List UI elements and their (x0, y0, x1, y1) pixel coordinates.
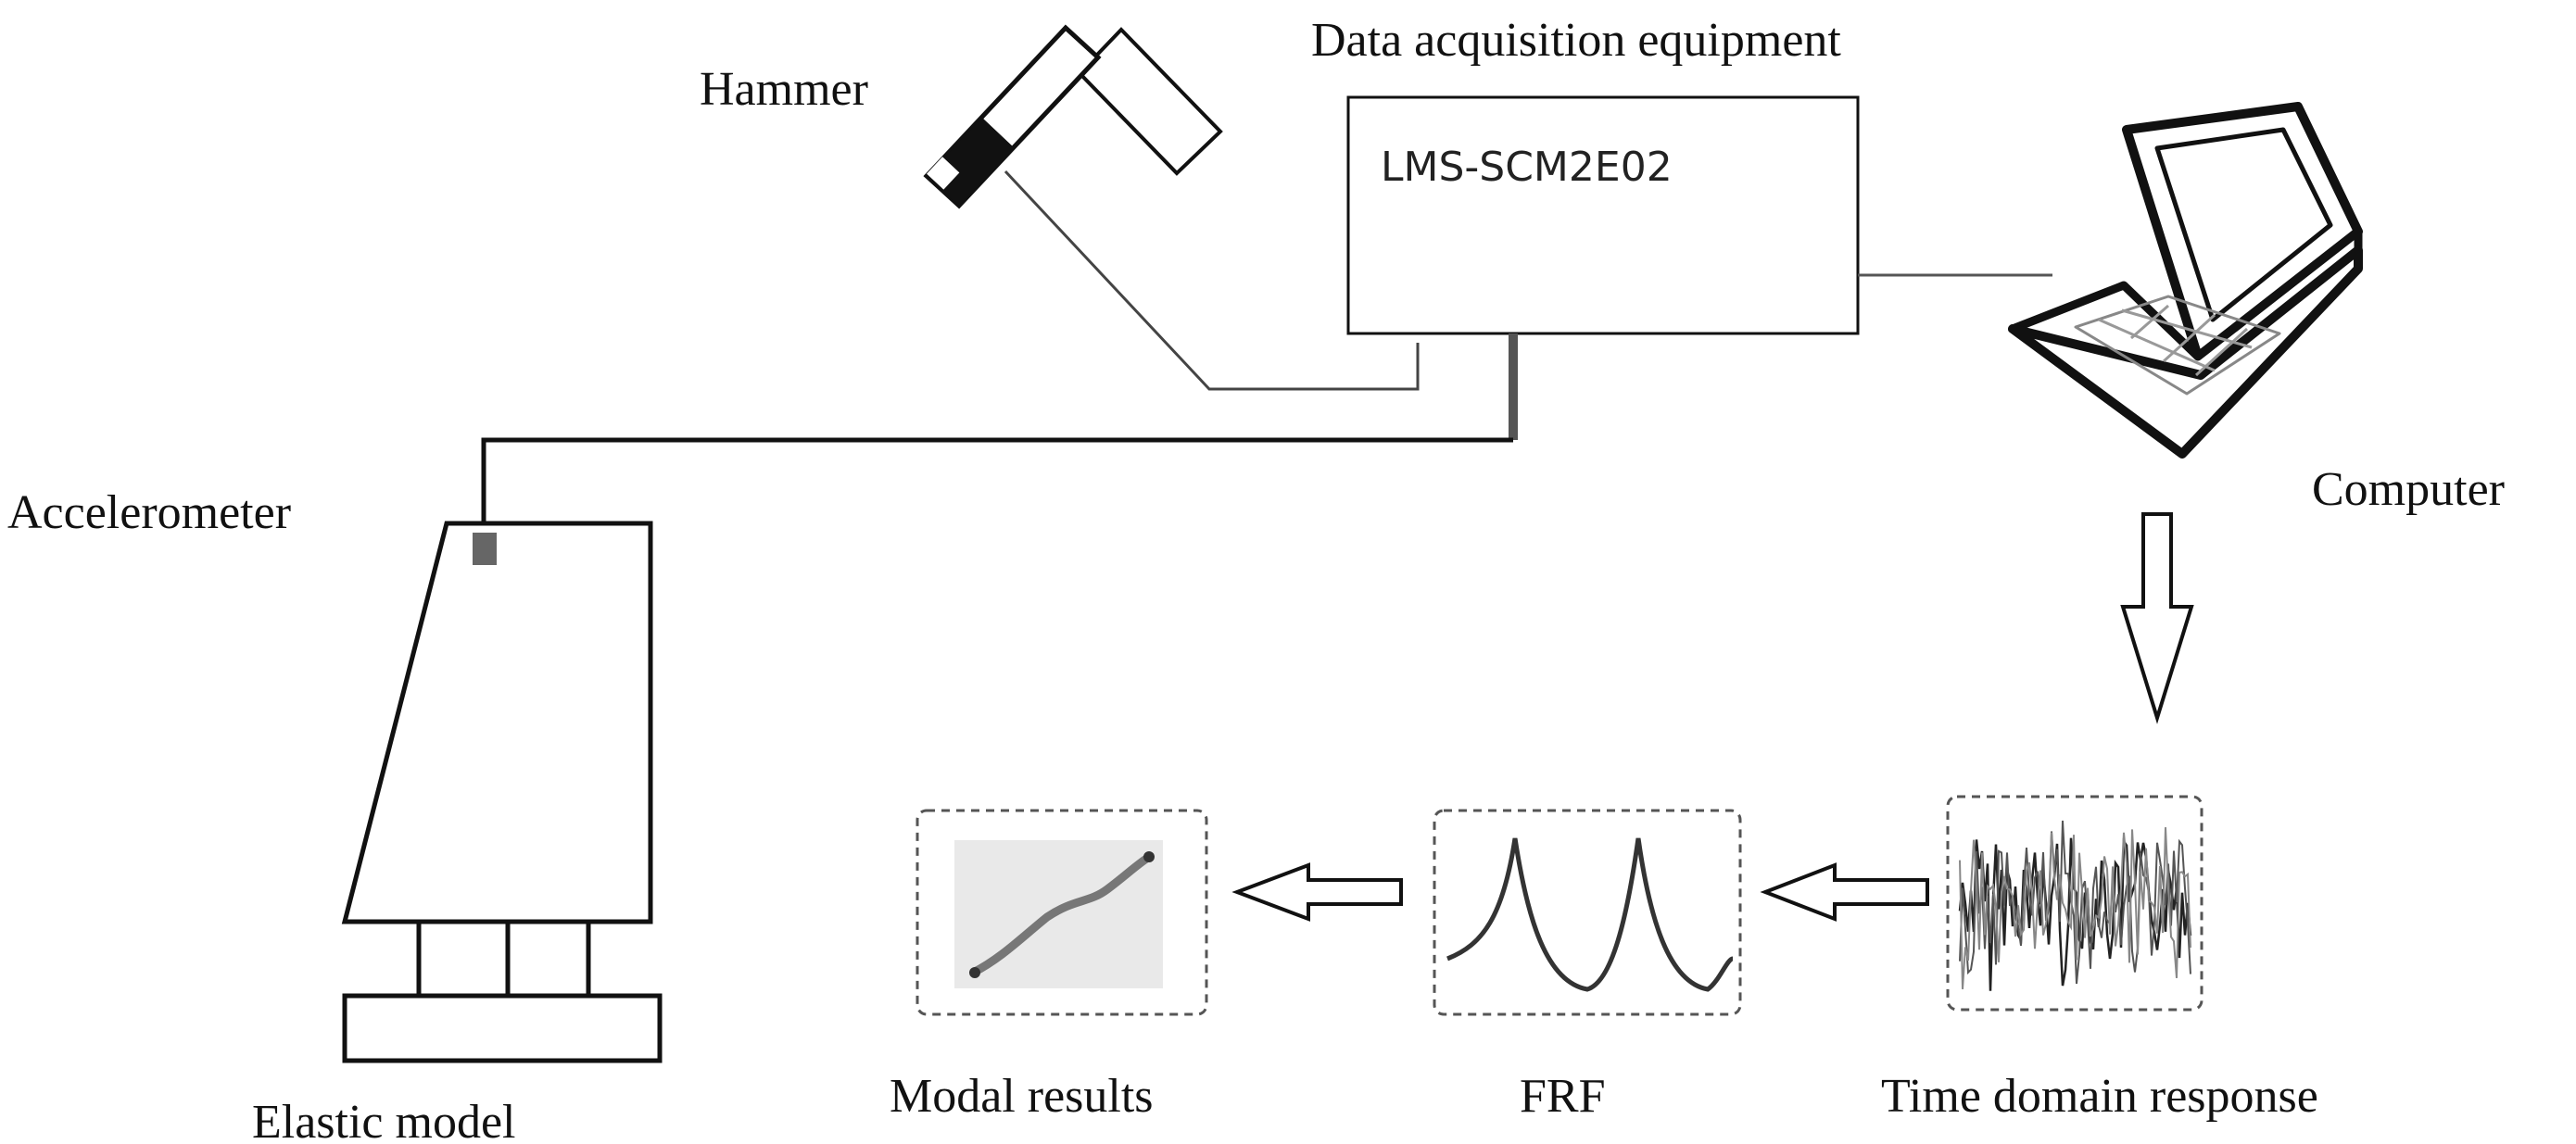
elastic-model-structure (341, 521, 663, 1063)
hollow-arrow-icon (2120, 512, 2194, 724)
frf-label: FRF (1520, 1070, 1606, 1123)
mode-shape-curve (970, 853, 1152, 977)
hammer-label: Hammer (700, 63, 868, 116)
frf-panel (1433, 809, 1742, 1016)
laptop-icon (2008, 102, 2363, 459)
accelerometer-cable (481, 437, 1513, 533)
accelerometer-label: Accelerometer (7, 486, 291, 539)
elastic-model-label: Elastic model (252, 1096, 515, 1144)
time-domain-signal (1958, 820, 2192, 991)
time-domain-label: Time domain response (1881, 1070, 2318, 1123)
daq-box (1346, 95, 1860, 440)
computer-label: Computer (2312, 463, 2505, 516)
time-domain-panel (1946, 795, 2203, 1012)
daq-model-label: LMS-SCM2E02 (1381, 144, 1673, 191)
hammer-icon (923, 24, 1420, 391)
signal-trace (1959, 827, 2191, 989)
frf-curve (1446, 837, 1735, 992)
modal-results-label: Modal results (890, 1070, 1154, 1123)
daq-title-label: Data acquisition equipment (1311, 14, 1841, 67)
modal-results-panel (915, 809, 1208, 1016)
hollow-arrow-icon (1231, 862, 1403, 922)
accelerometer-sensor-icon (473, 533, 497, 565)
hollow-arrow-icon (1760, 862, 1929, 922)
signal-trace (1959, 820, 2191, 985)
